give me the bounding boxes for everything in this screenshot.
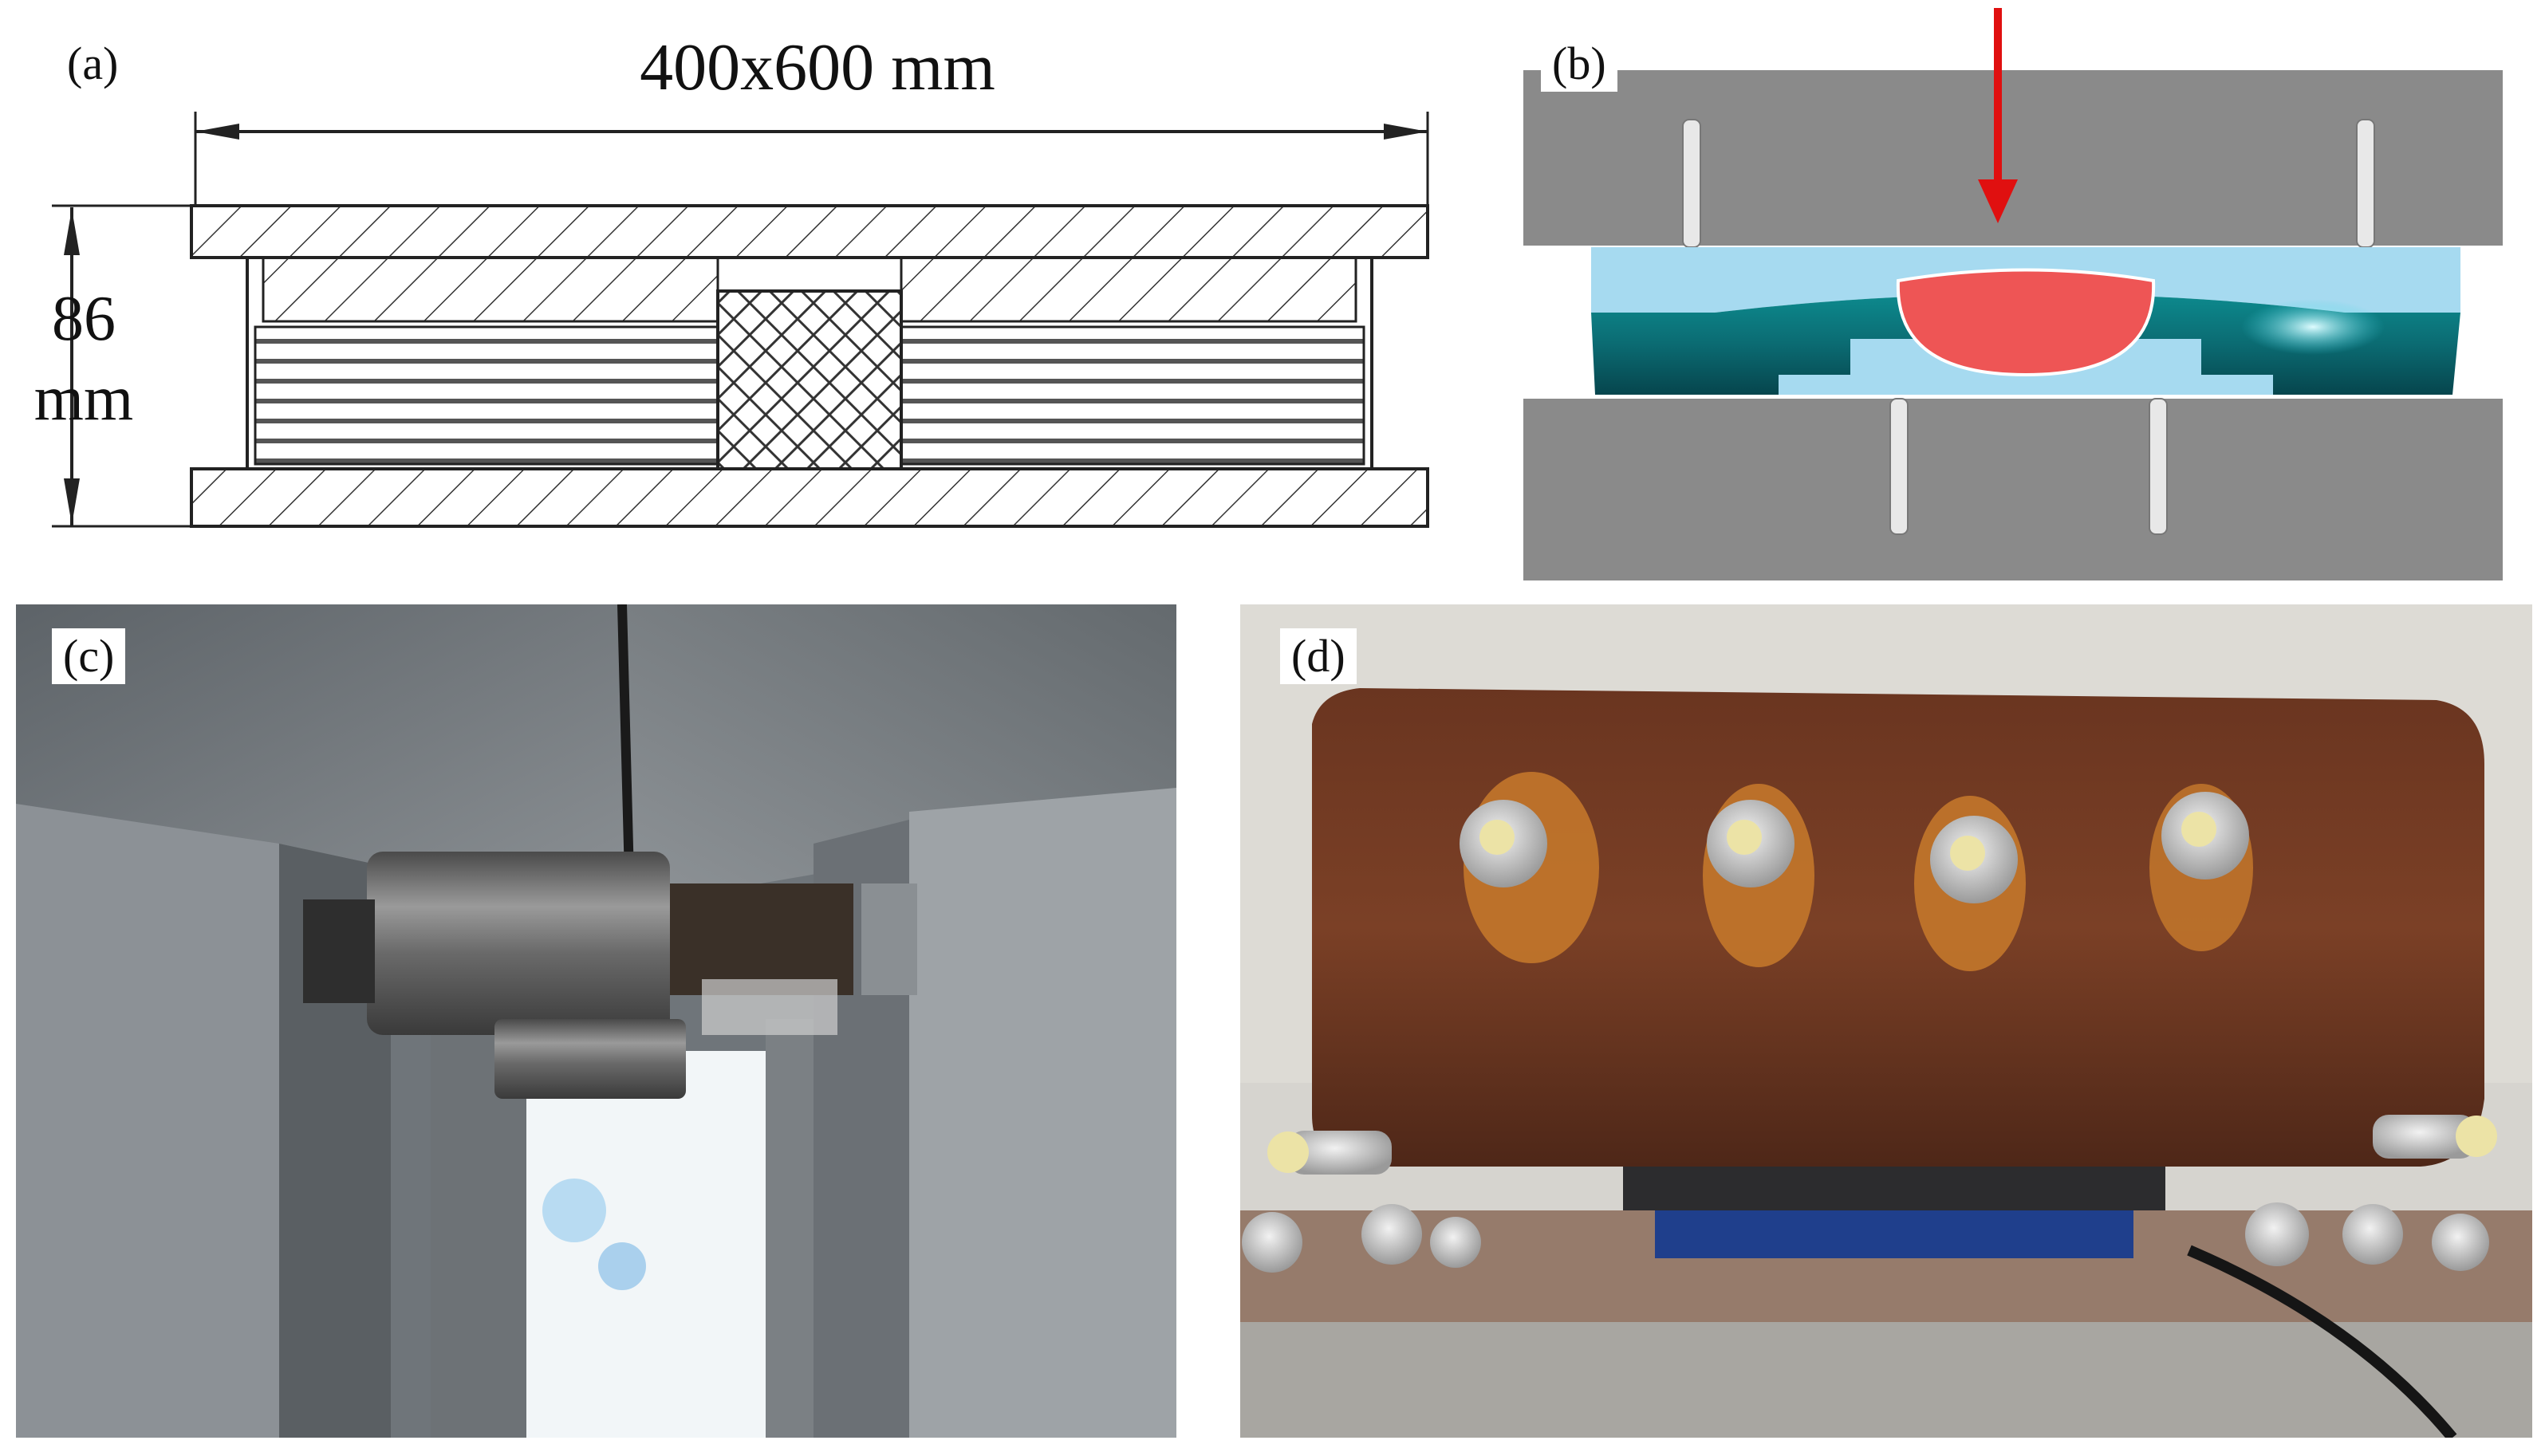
photo-rusty-bearing [1240, 604, 2532, 1438]
left-girder [16, 804, 279, 1438]
photo-installed-bearing [16, 604, 1176, 1438]
height-dimension-unit: mm [33, 364, 134, 434]
bearing-3d-section [1523, 8, 2503, 580]
bottom-plate [190, 467, 1429, 528]
highlight [2241, 299, 2385, 355]
lower-pin-left [1889, 398, 1909, 535]
upper-pin-left [1682, 119, 1701, 248]
background-opening [526, 1051, 766, 1438]
panel-b: (b) [1515, 0, 2545, 590]
top-bolts [1460, 792, 2249, 903]
height-arrow-bottom [64, 478, 80, 525]
panel-d-label: (d) [1280, 628, 1357, 684]
central-core [716, 289, 903, 470]
panel-a-label: (a) [56, 36, 130, 92]
width-arrow-right [1384, 124, 1428, 140]
panel-c-label: (c) [52, 628, 126, 684]
right-girder [909, 788, 1176, 1438]
panel-b-label: (b) [1541, 36, 1617, 92]
blue-slider [1655, 1210, 2133, 1258]
bearing-cylinder [367, 852, 670, 1035]
ceiling-left [16, 604, 622, 907]
height-arrow-top [64, 209, 80, 255]
upper-pin-right [2356, 119, 2375, 248]
bearing-plate-rear [670, 883, 853, 995]
bottom-nuts [1242, 1202, 2489, 1273]
panel-c: (c) [16, 604, 1176, 1438]
top-plate [190, 204, 1429, 259]
left-upper-block [262, 256, 719, 323]
left-rubber-layers [254, 325, 719, 466]
right-upper-block [900, 256, 1357, 323]
upper-steel-plate [1523, 70, 2503, 246]
side-bolts [1267, 1115, 2497, 1175]
lower-pin-right [2149, 398, 2168, 535]
panel-d: (d) [1240, 604, 2532, 1438]
sensor-cable [2187, 1245, 2457, 1438]
right-rubber-layers [900, 325, 1365, 466]
load-arrow-head [1978, 179, 2018, 223]
lower-steel-plate [1523, 399, 2503, 580]
width-arrow-left [195, 124, 239, 140]
panel-a: (a) 400x600 mm 86 mm [0, 0, 1475, 574]
bearing-section-drawing [52, 112, 1429, 528]
width-dimension-label: 400x600 mm [640, 30, 995, 104]
spherical-slider [1896, 268, 2156, 377]
height-dimension-value: 86 [52, 284, 116, 354]
